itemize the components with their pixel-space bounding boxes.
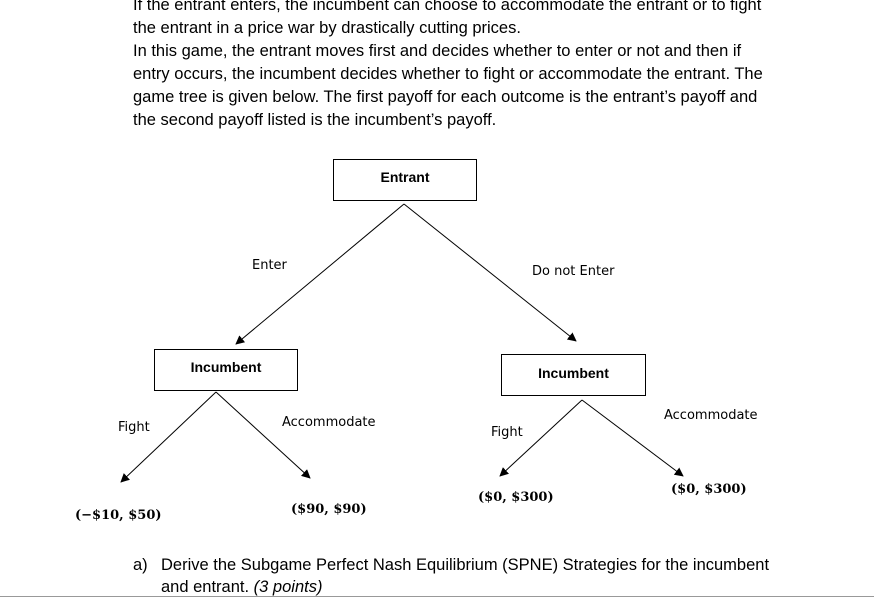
question-text-line-1: Derive the Subgame Perfect Nash Equilibr… [161,556,770,574]
question-label: a) [133,556,148,574]
edge-do-not-enter [403,203,577,342]
intro-line-3: In this game, the entrant moves first an… [133,42,742,60]
incumbent-node-right: Incumbent [501,354,646,396]
question-a: a) Derive the Subgame Perfect Nash Equili… [133,554,833,598]
label-enter: Enter [252,258,287,273]
label-right-fight: Fight [491,425,523,440]
question-points: (3 points) [253,578,323,596]
incumbent-node-left: Incumbent [154,349,298,391]
intro-paragraph: If the entrant enters, the incumbent can… [133,0,833,132]
question-text-line-2: and entrant. [161,578,250,596]
entrant-node: Entrant [333,159,477,201]
payoff-right-accommodate: ($0, $300) [671,482,747,497]
edge-enter [235,203,405,345]
edge-right-accommodate [581,399,684,477]
label-left-accommodate: Accommodate [282,415,376,430]
edge-left-fight [120,391,217,483]
intro-line-4: entry occurs, the incumbent decides whet… [133,65,763,83]
label-right-accommodate: Accommodate [664,408,758,423]
intro-line-5: game tree is given below. The first payo… [133,88,758,106]
payoff-right-fight: ($0, $300) [478,490,554,505]
intro-line-2: the entrant in a price war by drasticall… [133,19,521,37]
payoff-enter-fight: (−$10, $50) [75,508,162,523]
edge-left-accommodate [215,391,311,479]
payoff-enter-accommodate: ($90, $90) [291,502,367,517]
bottom-divider [0,596,874,597]
intro-line-6: the second payoff listed is the incumben… [133,111,497,129]
label-do-not-enter: Do not Enter [532,264,615,279]
edge-right-fight [499,399,583,477]
intro-line-1: If the entrant enters, the incumbent can… [133,0,762,14]
label-left-fight: Fight [118,420,150,435]
